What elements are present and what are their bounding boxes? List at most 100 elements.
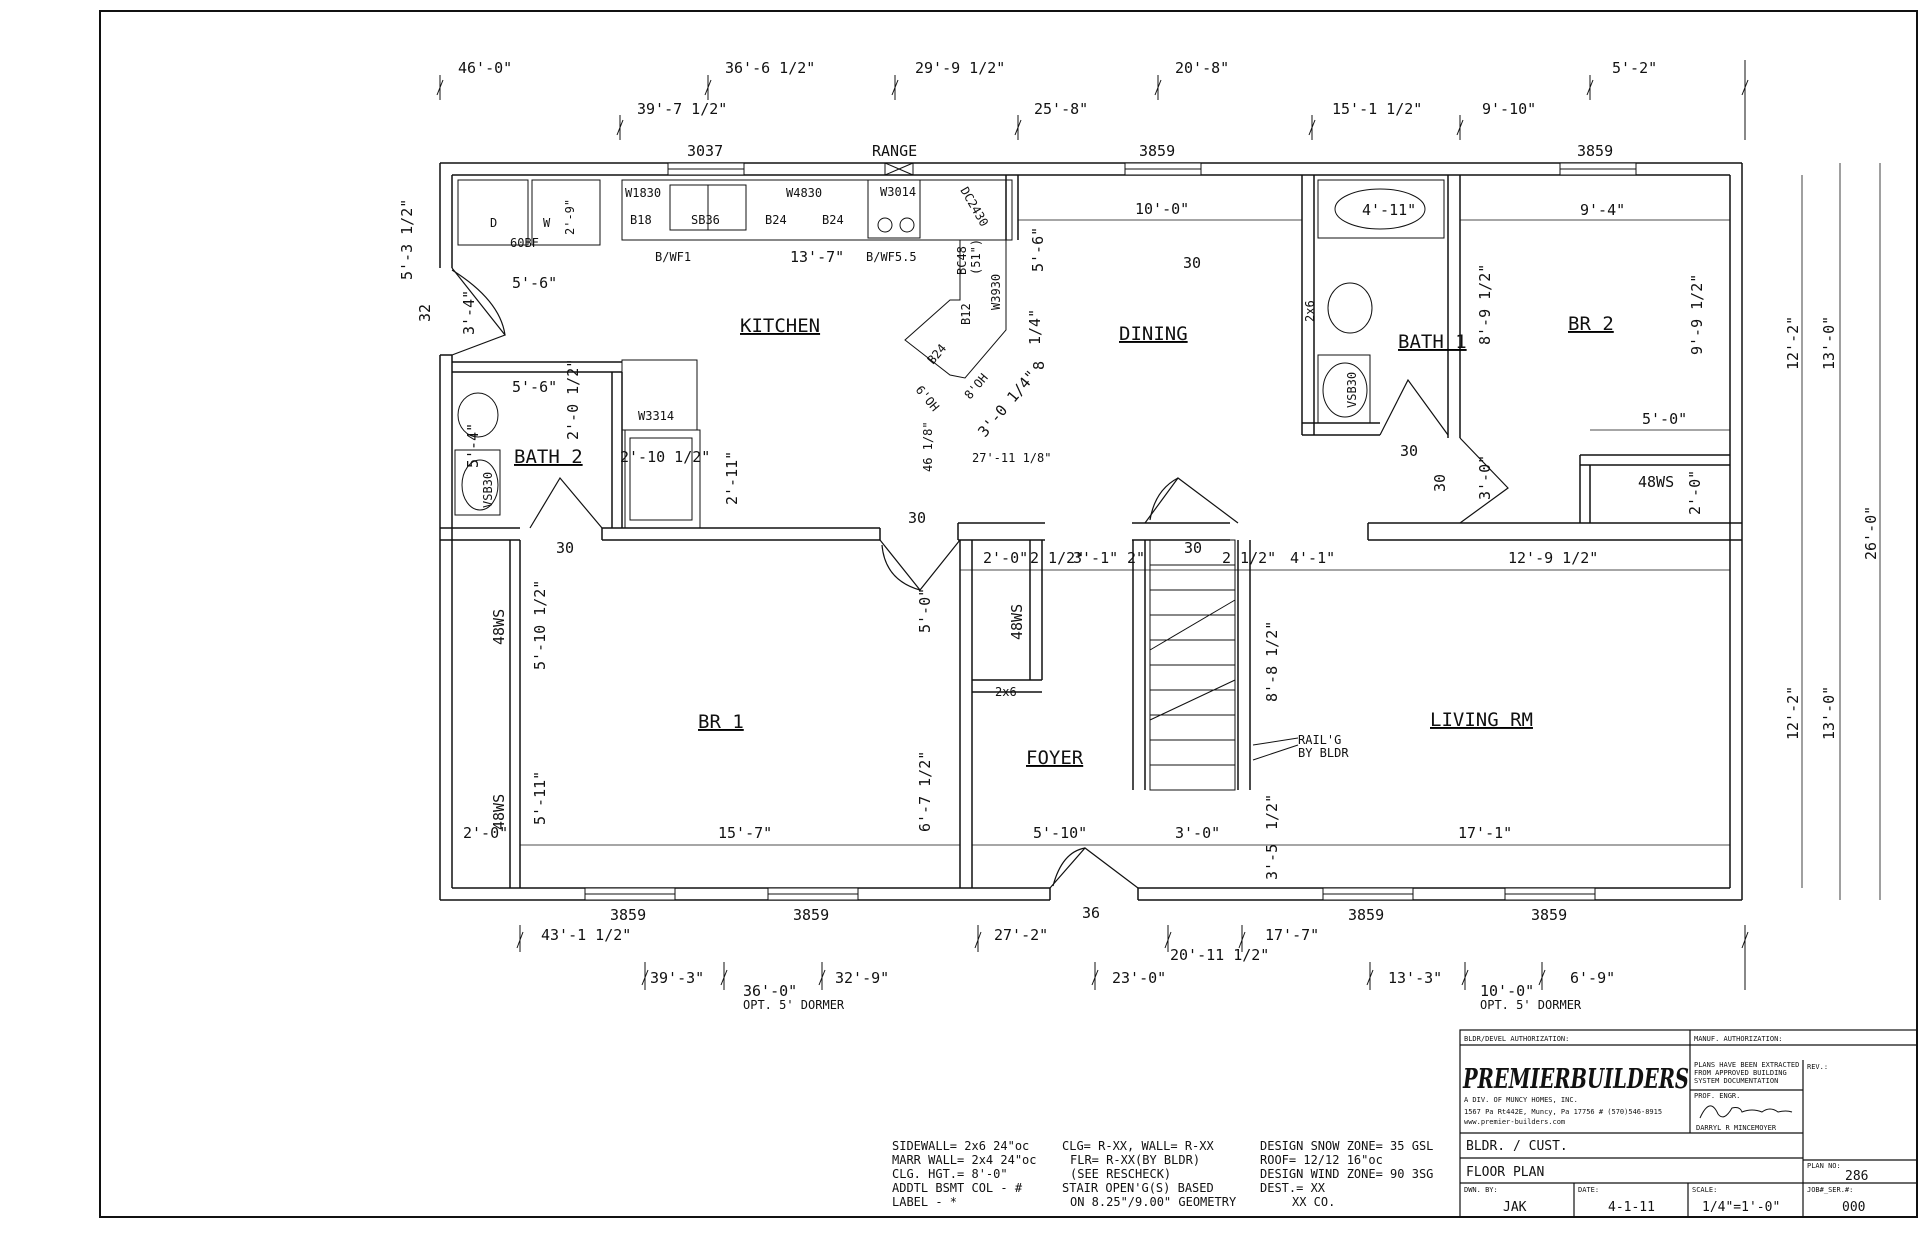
company-website: www.premier-builders.com [1464,1118,1565,1126]
room-labels: KITCHEN DINING BATH 1 BR 2 BATH 2 BR 1 F… [514,313,1614,769]
door-size: 30 [1184,539,1202,557]
client-field: BLDR. / CUST. [1466,1139,1568,1154]
scale-value: 1/4"=1'-0" [1702,1200,1780,1215]
cabinet-label: B12 [959,303,973,325]
angled-label: 1/4" [1026,309,1044,345]
cabinet-label: SB36 [691,213,720,227]
plan-no-label: PLAN NO: [1807,1162,1841,1170]
date-label: DATE: [1578,1186,1599,1194]
right-dim-4: 12'-2" [1784,686,1802,740]
interior-dimension-labels: 5'-10 1/2" 48WS 48WS 2'-0" 5'-11" 15'-7"… [463,549,1598,880]
right-dim-5: 13'-0" [1820,686,1838,740]
cabinet-label: B24 [925,341,950,367]
job-label: JOB#_SER.#: [1807,1186,1853,1194]
bottom-dimensions [516,925,1749,990]
bottom-dim: 10'-0" [1480,982,1534,1000]
foyer-dim: 3'-0" [1175,824,1220,842]
top-dim-5: 5'-2" [1612,59,1657,77]
br1-dim: 48WS [490,794,508,830]
right-dim-1: 12'-2" [1784,316,1802,370]
foyer-dim: 5'-0" [916,588,934,633]
br2-label: 2'-0" [1686,470,1704,515]
fixture-labels: D W 60BF 2'-9" W1830 B18 SB36 W4830 B24 … [460,185,1706,516]
fixtures [454,179,1445,791]
bath1-label: 4'-11" [1362,201,1416,219]
bldr-auth-label: BLDR/DEVEL AUTHORIZATION: [1464,1035,1569,1043]
interior-walls [440,175,1742,888]
bottom-dim: 32'-9" [835,969,889,987]
range-hood-icon [884,162,914,176]
stair-dim: 1/2" [1263,794,1281,830]
logo-subtitle: A DIV. OF MUNCY HOMES, INC. [1464,1096,1578,1104]
door-size: 30 [1183,254,1201,272]
door-size-labels: 30 30 30 30 30 30 [556,254,1449,557]
living-dim: 17'-1" [1458,824,1512,842]
stair-dim: 2 1/2" [1222,549,1276,567]
spec-note: CLG= R-XX, WALL= R-XX [1062,1139,1214,1153]
bath1-label: VSB30 [1345,372,1359,408]
window-bottom-3: 3859 [1348,906,1384,924]
foyer-dim: 5'-10" [1033,824,1087,842]
stair-dim: 3'-5 [1263,844,1281,880]
bottom-dim: 20'-11 1/2" [1170,946,1269,964]
engineer-name: DARRYL R MINCEMOYER [1696,1124,1777,1132]
left-dim: 5'-3 1/2" [398,199,416,280]
engineer-signature [1699,1105,1793,1119]
door-size: 30 [908,509,926,527]
br2-label: 5'-0" [1642,410,1687,428]
br2-label: 48WS [1638,473,1674,491]
kitchen-note: B/WF1 [655,250,691,264]
living-dim: 12'-9 1/2" [1508,549,1598,567]
window-labels: 3037 3859 3859 RANGE 3859 3859 3859 3859… [416,142,1613,924]
cabinet-label: DC2430 [957,185,991,230]
bath2-label: 5'-6" [512,378,557,396]
bath2-label: 2'-10 1/2" [620,448,710,466]
title-block-text: BLDR/DEVEL AUTHORIZATION: MANUF. AUTHORI… [1462,1035,1868,1215]
windows [584,162,1637,901]
br2-label: 9'-4" [1580,201,1625,219]
foyer-dim: 6'-7 1/2" [916,751,934,832]
door-size: 30 [1400,442,1418,460]
laundry-label: D [490,216,497,230]
top-dimension-labels: 46'-0" 36'-6 1/2" 29'-9 1/2" 20'-8" 5'-2… [458,59,1657,118]
angled-label: 8 [1030,361,1048,370]
angled-label: 5'-6" [1029,227,1047,272]
cabinet-label: W3014 [880,185,916,199]
window-top-1: 3037 [687,142,723,160]
stair-dim: 8'-8 1/2" [1263,621,1281,702]
room-bath2: BATH 2 [514,446,583,468]
top-dim-6: 39'-7 1/2" [637,100,727,118]
spec-note: ADDTL BSMT COL - # [892,1181,1023,1195]
spec-note: MARR WALL= 2x4 24"oc [892,1153,1037,1167]
room-br2: BR 2 [1568,313,1614,335]
right-dim-2: 13'-0" [1820,316,1838,370]
window-bottom-4: 3859 [1531,906,1567,924]
spec-note: DESIGN SNOW ZONE= 35 GSL [1260,1139,1433,1153]
room-dining: DINING [1119,323,1188,345]
cabinet-label: B24 [765,213,787,227]
spec-note: LABEL - * [892,1195,957,1209]
foyer-dim: 2x6 [995,685,1017,699]
job-value: 000 [1842,1200,1865,1215]
dwn-by: JAK [1503,1200,1527,1215]
bath2-label: 5'-4" [464,423,482,468]
cabinet-label: B24 [822,213,844,227]
sheet-border [99,10,1918,1218]
br1-dim: 2'-0" [463,824,508,842]
kitchen-note: 13'-7" [790,248,844,266]
bottom-dim: 23'-0" [1112,969,1166,987]
cabinet-label: 8'OH [962,371,991,402]
angled-label: 27'-11 1/8" [972,451,1051,465]
top-dimensions [436,60,1749,140]
kitchen-note: B/WF5.5 [866,250,917,264]
bath2-label: 2'-11" [723,451,741,505]
range-label: RANGE [872,142,917,160]
spec-note: ON 8.25"/9.00" GEOMETRY [1070,1195,1237,1209]
cabinet-label: W1830 [625,186,661,200]
cabinet-label: 6'OH [913,383,942,414]
company-address: 1567 Pa Rt442E, Muncy, Pa 17756 # (570)5… [1464,1108,1662,1116]
rev-label: REV.: [1807,1063,1828,1071]
doors [451,267,1509,889]
cabinet-label: B18 [630,213,652,227]
room-kitchen: KITCHEN [740,315,820,337]
